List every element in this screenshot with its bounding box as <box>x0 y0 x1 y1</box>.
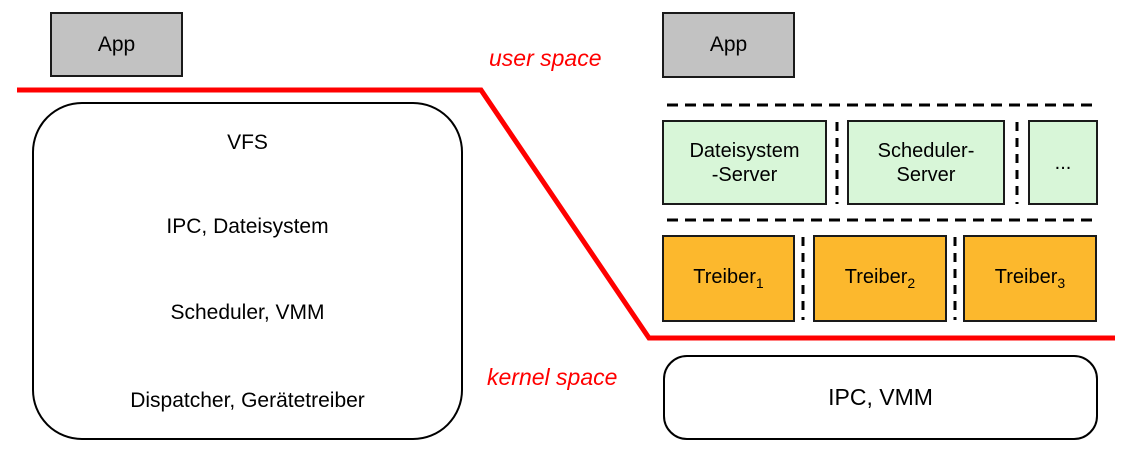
driver-box-3: Treiber3 <box>963 235 1097 322</box>
app-box-right: App <box>662 12 795 78</box>
kernel-layer-ipc-dateisystem: IPC, Dateisystem <box>166 215 329 238</box>
kernel-layer-dispatcher-geraetetreiber: Dispatcher, Gerätetreiber <box>130 389 365 412</box>
server-label: ... <box>1054 151 1072 174</box>
user-kernel-boundary-line <box>17 87 1115 341</box>
server-box-ellipsis: ... <box>1028 120 1098 205</box>
kernel-space-label: kernel space <box>487 364 618 390</box>
app-label: App <box>709 33 748 56</box>
microkernel-box: IPC, VMM <box>663 355 1098 440</box>
microkernel-label: IPC, VMM <box>828 384 933 410</box>
server-label: Dateisystem -Server <box>689 139 800 186</box>
user-space-label: user space <box>489 45 602 71</box>
driver-box-1: Treiber1 <box>662 235 795 322</box>
driver-label: Treiber3 <box>994 266 1066 291</box>
monolithic-kernel-box <box>32 102 463 440</box>
server-label: Scheduler- Server <box>877 139 975 186</box>
kernel-layer-vfs: VFS <box>227 131 268 154</box>
app-label: App <box>97 32 136 56</box>
server-box-dateisystem: Dateisystem -Server <box>662 120 827 205</box>
server-box-scheduler: Scheduler- Server <box>847 120 1005 205</box>
driver-label: Treiber1 <box>693 266 764 291</box>
kernel-layer-scheduler-vmm: Scheduler, VMM <box>170 301 325 324</box>
driver-label: Treiber2 <box>844 266 916 291</box>
driver-box-2: Treiber2 <box>813 235 947 322</box>
app-box-left: App <box>50 12 183 77</box>
